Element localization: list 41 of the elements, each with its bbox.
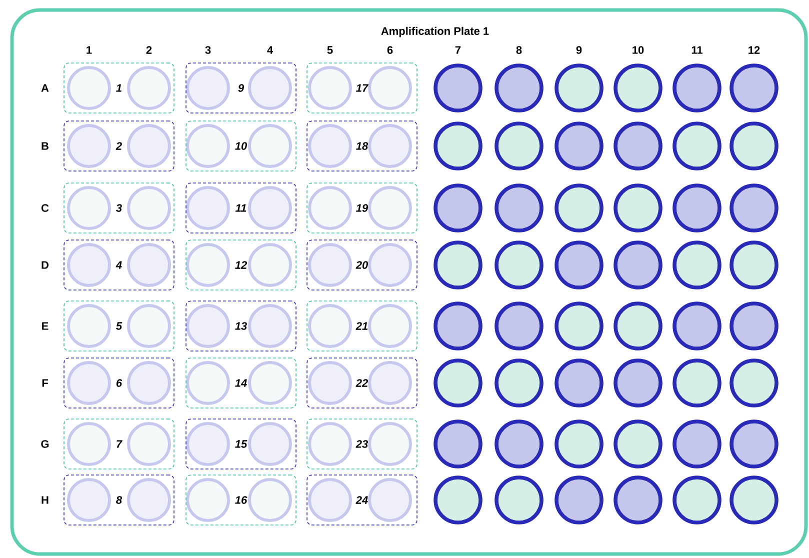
row-letter: H bbox=[42, 496, 48, 504]
column-number: 5 bbox=[327, 46, 333, 54]
well-pair-box: 5 bbox=[64, 300, 174, 352]
well-pair-box: 21 bbox=[306, 300, 418, 352]
column-number: 11 bbox=[692, 46, 702, 54]
column-number: 8 bbox=[516, 46, 522, 54]
row-letter: F bbox=[42, 379, 48, 387]
row-letter: E bbox=[42, 322, 48, 330]
well-pair-box: 3 bbox=[64, 182, 174, 234]
well-pair-box: 4 bbox=[64, 240, 174, 290]
well-pair-box: 8 bbox=[64, 474, 174, 526]
well-pair-box: 17 bbox=[306, 62, 418, 114]
column-number: 9 bbox=[576, 46, 582, 54]
column-number: 7 bbox=[455, 46, 461, 54]
well-pair-box: 20 bbox=[306, 240, 418, 290]
well-pair-box: 9 bbox=[186, 62, 296, 114]
well-pair-box: 2 bbox=[64, 120, 174, 172]
well-pair-box: 18 bbox=[306, 120, 418, 172]
column-number: 10 bbox=[632, 46, 644, 54]
well-pair-box: 13 bbox=[186, 300, 296, 352]
row-letter: B bbox=[42, 142, 48, 150]
title: Amplification Plate 1 bbox=[381, 26, 489, 38]
well-pair-box: 7 bbox=[64, 418, 174, 470]
well-pair-box: 10 bbox=[186, 120, 296, 172]
well-pair-box: 12 bbox=[186, 240, 296, 290]
row-letter: G bbox=[41, 440, 49, 448]
column-number: 12 bbox=[748, 46, 760, 54]
row-letter: C bbox=[41, 204, 49, 212]
row-letter: A bbox=[41, 84, 49, 92]
column-number: 3 bbox=[205, 46, 211, 54]
well-pair-box: 23 bbox=[306, 418, 418, 470]
row-letter: D bbox=[42, 261, 48, 269]
well-pair-box: 15 bbox=[186, 418, 296, 470]
well-pair-box: 1 bbox=[64, 62, 174, 114]
well-pair-box: 6 bbox=[64, 358, 174, 408]
well-pair-box: 24 bbox=[306, 474, 418, 526]
well-pair-box: 22 bbox=[306, 358, 418, 408]
well-pair-box: 14 bbox=[186, 358, 296, 408]
well-pair-box: 16 bbox=[186, 474, 296, 526]
well-pair-box: 19 bbox=[306, 182, 418, 234]
well-pair-box: 11 bbox=[186, 182, 296, 234]
